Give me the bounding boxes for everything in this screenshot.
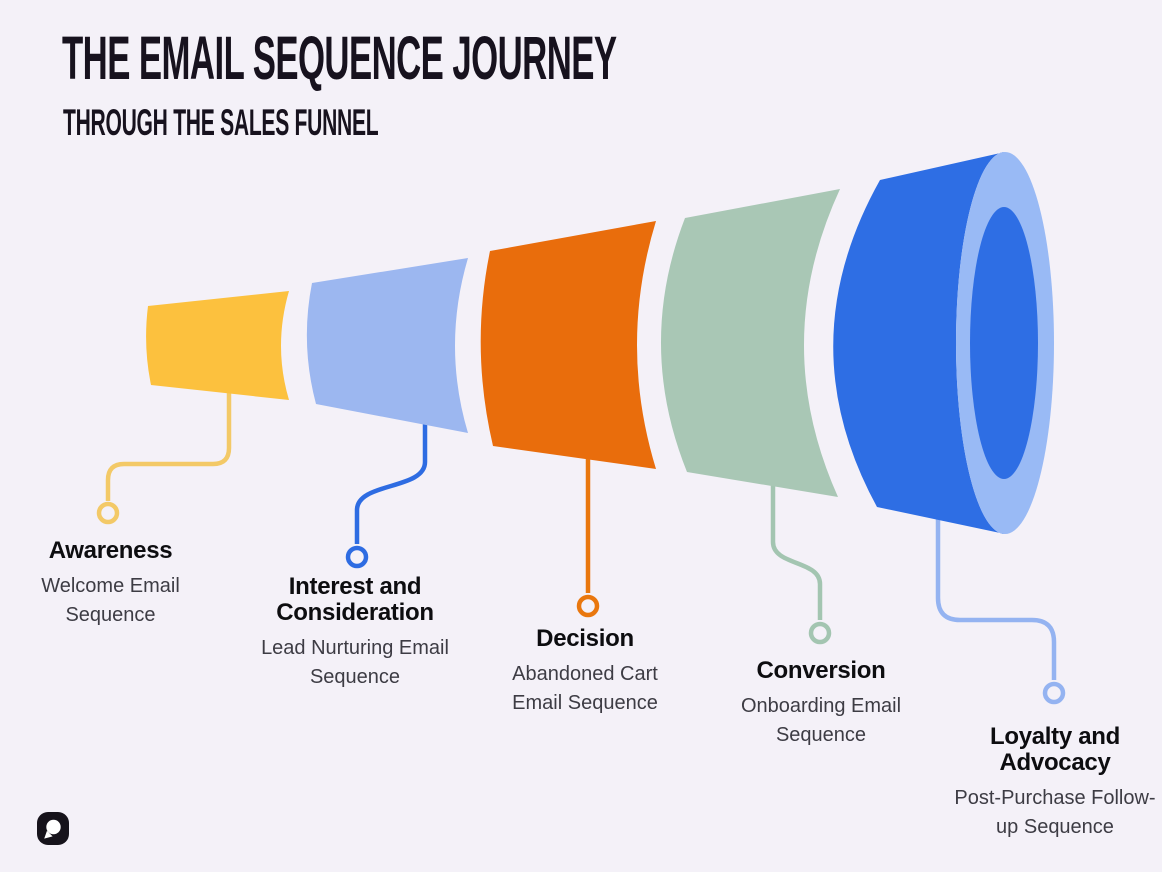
- connector-awareness: [105, 392, 232, 501]
- stage-name: Loyalty and Advocacy: [989, 723, 1121, 776]
- connector-conversion: [770, 485, 823, 620]
- stage-name: Decision: [536, 625, 634, 652]
- stage-sequence: Abandoned Cart Email Sequence: [512, 663, 658, 714]
- stage-sequence: Lead Nurturing Email Sequence: [261, 637, 449, 688]
- page-title-text: THE EMAIL SEQUENCE JOURNEY: [62, 24, 617, 92]
- page-title: THE EMAIL SEQUENCE JOURNEY: [62, 26, 1035, 90]
- connector-dot-loyalty: [1042, 681, 1066, 705]
- funnel-stage-loyalty-body-shape: [833, 152, 1005, 534]
- stage-sequence: Post-Purchase Follow-up Sequence: [954, 787, 1156, 838]
- stage-name: Interest and Consideration: [276, 573, 434, 626]
- stage-label-decision: Decision Abandoned Cart Email Sequence: [482, 626, 688, 718]
- connector-interest: [354, 424, 428, 544]
- connector-loyalty: [935, 518, 1057, 680]
- stage-sequence: Welcome Email Sequence: [41, 575, 180, 626]
- connector-dot-awareness: [96, 501, 120, 525]
- connector-dot-conversion: [808, 621, 832, 645]
- stage-label-awareness: Awareness Welcome Email Sequence: [18, 538, 203, 630]
- page-subtitle: THROUGH THE SALES FUNNEL: [63, 102, 616, 143]
- stage-label-conversion: Conversion Onboarding Email Sequence: [719, 658, 923, 750]
- page-subtitle-text: THROUGH THE SALES FUNNEL: [63, 102, 379, 143]
- stage-name: Awareness: [48, 537, 173, 564]
- logo-circle: [46, 819, 61, 835]
- stage-sequence: Onboarding Email Sequence: [740, 695, 902, 746]
- funnel-stage-decision-shape: [480, 221, 656, 469]
- connector-dot-decision: [576, 594, 600, 618]
- funnel-stage-interest-shape: [306, 258, 468, 433]
- funnel-stage-conversion-shape: [660, 189, 840, 497]
- podia-logo: [37, 812, 69, 845]
- stage-label-interest: Interest and Consideration Lead Nurturin…: [253, 574, 457, 692]
- stage-name: Conversion: [756, 657, 886, 684]
- connector-dot-interest: [345, 545, 369, 569]
- logo-tail: [44, 830, 53, 839]
- funnel-endcap-inner: [970, 207, 1038, 479]
- stage-label-loyalty: Loyalty and Advocacy Post-Purchase Follo…: [948, 724, 1162, 842]
- funnel-stage-awareness-shape: [146, 291, 289, 400]
- connector-lines: [96, 392, 1066, 705]
